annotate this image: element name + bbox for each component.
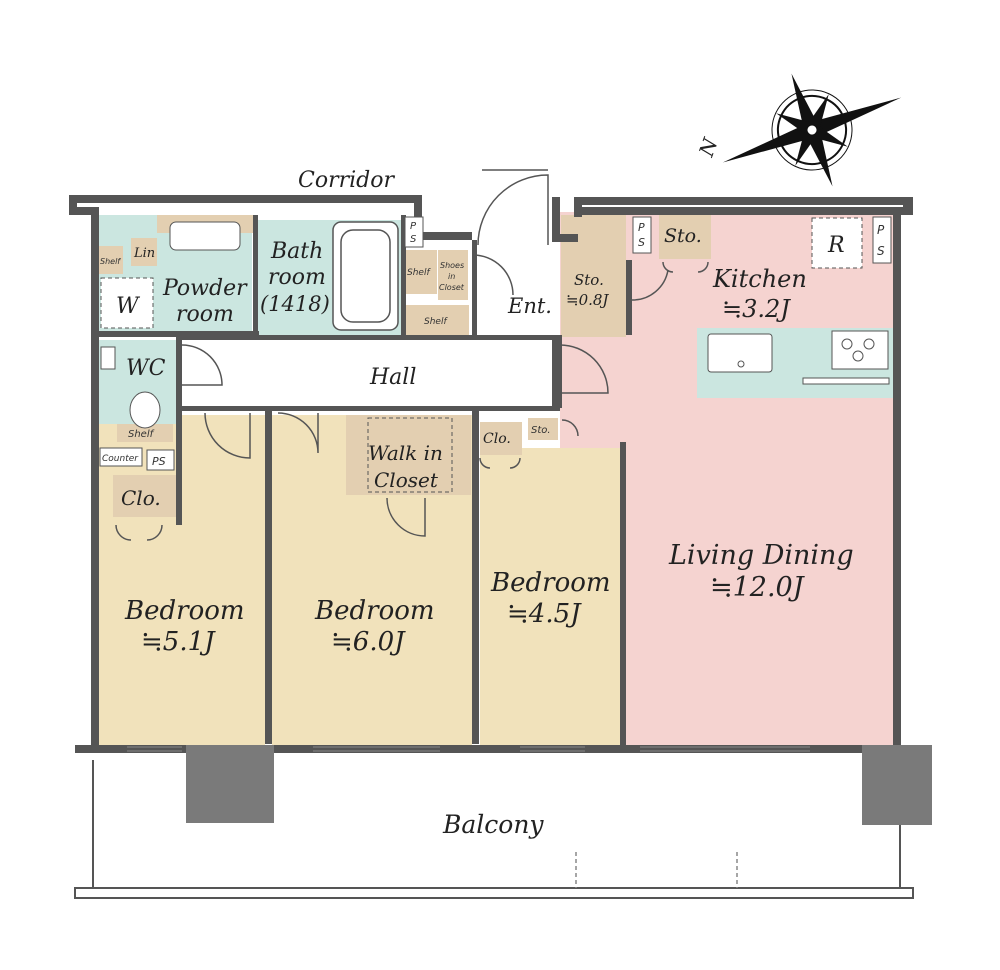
sto-kitchen-area bbox=[659, 215, 711, 259]
ps-label-bath-s: S bbox=[410, 234, 417, 245]
bedroom-left-size: ≒5.1J bbox=[141, 627, 216, 657]
closet-label-right: Clo. bbox=[483, 431, 511, 447]
shelf-b bbox=[438, 250, 468, 300]
walkin-closet-area bbox=[346, 415, 471, 495]
balcony-outline bbox=[74, 760, 914, 899]
closet-left-area bbox=[113, 475, 177, 517]
bedroom-right-area bbox=[480, 448, 620, 749]
bedroom-right-size: ≒4.5J bbox=[507, 599, 582, 629]
shelf-a bbox=[405, 250, 437, 294]
sto-small-area bbox=[528, 418, 558, 440]
stove bbox=[831, 330, 889, 370]
refrigerator-label: R bbox=[827, 233, 845, 258]
ps-label-sto-p: P bbox=[638, 221, 645, 234]
wc-label: WC bbox=[126, 356, 166, 381]
sto-small-label: Sto. bbox=[531, 425, 551, 436]
shelf-label-c: Shelf bbox=[424, 317, 448, 327]
closet-label-left: Clo. bbox=[121, 486, 161, 510]
shelf-powder bbox=[99, 246, 123, 274]
balcony-label: Balcony bbox=[442, 810, 544, 839]
bedroom-center-name: Bedroom bbox=[314, 596, 435, 626]
shoes-label-3: Closet bbox=[439, 283, 465, 292]
refrigerator-space bbox=[811, 217, 863, 269]
column-right bbox=[862, 745, 932, 825]
linen-label: Lin bbox=[133, 246, 155, 261]
bathtub bbox=[332, 221, 399, 331]
hall-area bbox=[182, 340, 552, 406]
toilet bbox=[129, 391, 161, 429]
bedroom-left-name: Bedroom bbox=[124, 596, 245, 626]
compass-icon bbox=[722, 73, 902, 187]
entrance-label: Ent. bbox=[507, 294, 552, 318]
kitchen-name: Kitchen bbox=[712, 265, 807, 293]
sto-kitchen-label: Sto. bbox=[664, 225, 702, 247]
doors bbox=[115, 169, 709, 541]
vanity-sink bbox=[169, 221, 241, 251]
bedroom-right-name: Bedroom bbox=[490, 568, 611, 598]
ps-label-kit-p: P bbox=[877, 223, 885, 237]
balcony-dividers bbox=[575, 852, 738, 888]
shelf-label-wc: Shelf bbox=[128, 429, 155, 440]
ps-label-bath-p: P bbox=[410, 221, 417, 232]
bath-label-1: Bath bbox=[270, 239, 323, 264]
bedroom-center-size: ≒6.0J bbox=[331, 627, 406, 657]
kitchen-size: ≒3.2J bbox=[722, 295, 791, 323]
walkin-label-2: Closet bbox=[374, 468, 439, 492]
shoes-label-1: Shoes bbox=[440, 261, 464, 270]
living-dining-name: Living Dining bbox=[668, 540, 854, 571]
corridor-label: Corridor bbox=[298, 168, 395, 193]
sto-label: Sto. bbox=[574, 271, 604, 289]
sto-size-label: ≒0.8J bbox=[566, 291, 609, 309]
washer-box bbox=[100, 277, 154, 329]
shoes-label-2: in bbox=[448, 272, 455, 281]
column-left bbox=[186, 745, 274, 823]
shelf-label-powder: Shelf bbox=[100, 257, 121, 266]
ps-label-kit-s: S bbox=[877, 244, 885, 258]
linen-box bbox=[131, 238, 157, 266]
shelf-label-a: Shelf bbox=[407, 268, 431, 278]
windows bbox=[127, 746, 810, 752]
bath-label-2: room bbox=[268, 265, 326, 290]
closet-right-area bbox=[480, 422, 522, 455]
shelf-c bbox=[405, 305, 469, 335]
living-dining-size: ≒12.0J bbox=[710, 572, 806, 603]
washer-label: W bbox=[116, 294, 141, 319]
ps-label-wc: PS bbox=[152, 455, 166, 468]
ps-label-sto-s: S bbox=[638, 236, 645, 249]
shelf-wc bbox=[117, 424, 173, 442]
powder-label-1: Powder bbox=[162, 276, 248, 301]
walkin-label-1: Walk in bbox=[368, 441, 443, 465]
powder-label-2: room bbox=[176, 302, 234, 327]
north-label: N bbox=[694, 134, 723, 161]
kitchen-sink bbox=[707, 333, 773, 373]
counter-label: Counter bbox=[102, 454, 139, 464]
hall-label: Hall bbox=[369, 365, 416, 390]
bath-label-3: (1418) bbox=[260, 292, 330, 316]
